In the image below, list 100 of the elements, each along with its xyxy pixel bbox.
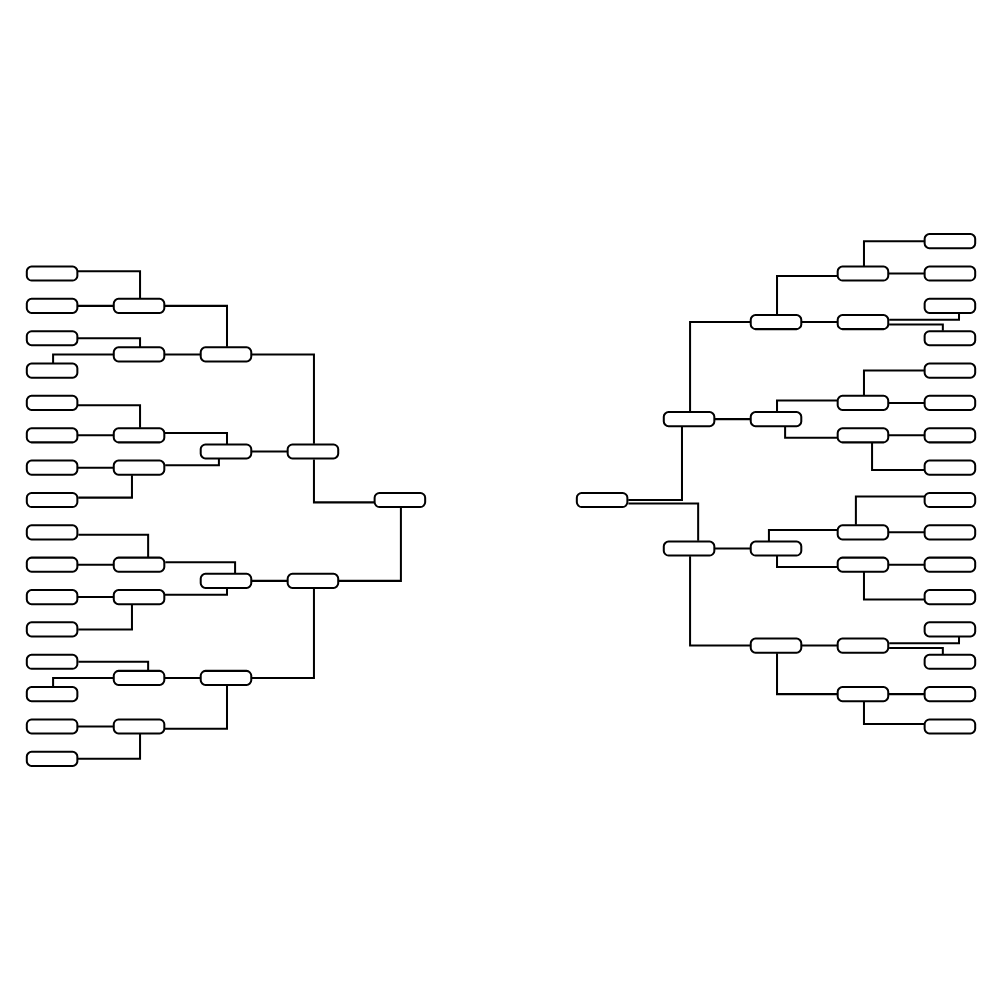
connector xyxy=(887,272,924,275)
node-box xyxy=(748,313,802,331)
node-box xyxy=(111,346,165,363)
node-box xyxy=(922,233,976,250)
node-box xyxy=(285,572,339,589)
node-box xyxy=(748,411,802,428)
node-box xyxy=(748,637,802,654)
connector xyxy=(888,323,943,331)
node-box xyxy=(922,394,976,411)
node-box xyxy=(922,427,976,444)
connector xyxy=(870,442,924,471)
connector xyxy=(76,596,113,599)
connector xyxy=(250,588,314,679)
connector xyxy=(800,321,837,324)
connector xyxy=(887,434,924,437)
connector xyxy=(77,660,149,671)
node-box xyxy=(922,265,976,282)
node-box xyxy=(24,265,78,282)
node-box xyxy=(835,313,889,331)
connector xyxy=(775,399,837,412)
connector xyxy=(713,418,750,421)
connector xyxy=(887,563,924,566)
connector xyxy=(76,304,113,307)
connector xyxy=(163,588,227,596)
node-box xyxy=(922,686,976,703)
connector xyxy=(861,701,924,726)
node-box xyxy=(835,394,889,411)
connector xyxy=(77,270,141,299)
node-box xyxy=(748,540,802,557)
connector xyxy=(887,531,924,534)
node-box xyxy=(111,459,165,476)
connector xyxy=(861,572,924,601)
node-box xyxy=(198,443,252,460)
node-box xyxy=(24,362,78,379)
node-box xyxy=(661,411,715,428)
node-box xyxy=(372,491,426,509)
connector xyxy=(163,304,227,347)
node-box xyxy=(198,669,252,687)
connector xyxy=(337,507,401,582)
connector xyxy=(888,313,959,321)
node-box xyxy=(835,686,889,703)
node-box xyxy=(835,427,889,444)
node-box xyxy=(24,297,78,314)
connector xyxy=(800,644,837,647)
node-box xyxy=(198,346,252,363)
node-box xyxy=(24,589,78,606)
node-box xyxy=(922,330,976,347)
connector xyxy=(887,693,924,696)
connector xyxy=(77,604,132,631)
node-box xyxy=(111,589,165,606)
node-box xyxy=(24,621,78,638)
node-box xyxy=(661,540,715,557)
connector xyxy=(853,495,924,525)
node-box xyxy=(922,491,976,509)
connector xyxy=(713,547,750,550)
node-box xyxy=(574,491,628,509)
connector xyxy=(76,725,113,728)
node-box xyxy=(24,427,78,444)
node-box xyxy=(922,556,976,573)
node-box xyxy=(198,572,252,589)
node-box xyxy=(111,556,165,573)
connector xyxy=(775,556,837,569)
connector xyxy=(250,450,287,453)
connector xyxy=(76,563,113,566)
connector xyxy=(311,459,374,504)
connector xyxy=(775,274,837,315)
connector xyxy=(51,353,113,364)
node-box xyxy=(922,718,976,735)
node-box xyxy=(835,265,889,282)
connector xyxy=(627,426,682,501)
node-box xyxy=(111,669,165,687)
connector xyxy=(888,637,959,645)
connector xyxy=(250,579,287,582)
connector xyxy=(76,434,113,437)
connector xyxy=(163,431,227,444)
node-box xyxy=(24,524,78,541)
connector xyxy=(77,533,149,558)
node-box xyxy=(922,653,976,670)
node-box xyxy=(24,653,78,670)
connector xyxy=(76,466,113,469)
node-box xyxy=(24,394,78,411)
connector xyxy=(77,404,141,428)
node-box xyxy=(24,556,78,573)
connector xyxy=(783,426,837,439)
node-box xyxy=(835,556,889,573)
connector xyxy=(77,734,141,760)
node-box xyxy=(922,589,976,606)
connector xyxy=(164,561,236,574)
node-box xyxy=(24,459,78,476)
connector xyxy=(163,353,200,356)
connector xyxy=(250,353,314,444)
node-box xyxy=(24,330,78,347)
connector xyxy=(164,459,219,467)
node-box xyxy=(835,637,889,654)
node-box xyxy=(922,524,976,541)
node-box xyxy=(922,459,976,476)
node-box xyxy=(111,297,165,314)
node-box xyxy=(24,491,78,509)
node-box xyxy=(111,427,165,444)
connector xyxy=(77,475,132,499)
